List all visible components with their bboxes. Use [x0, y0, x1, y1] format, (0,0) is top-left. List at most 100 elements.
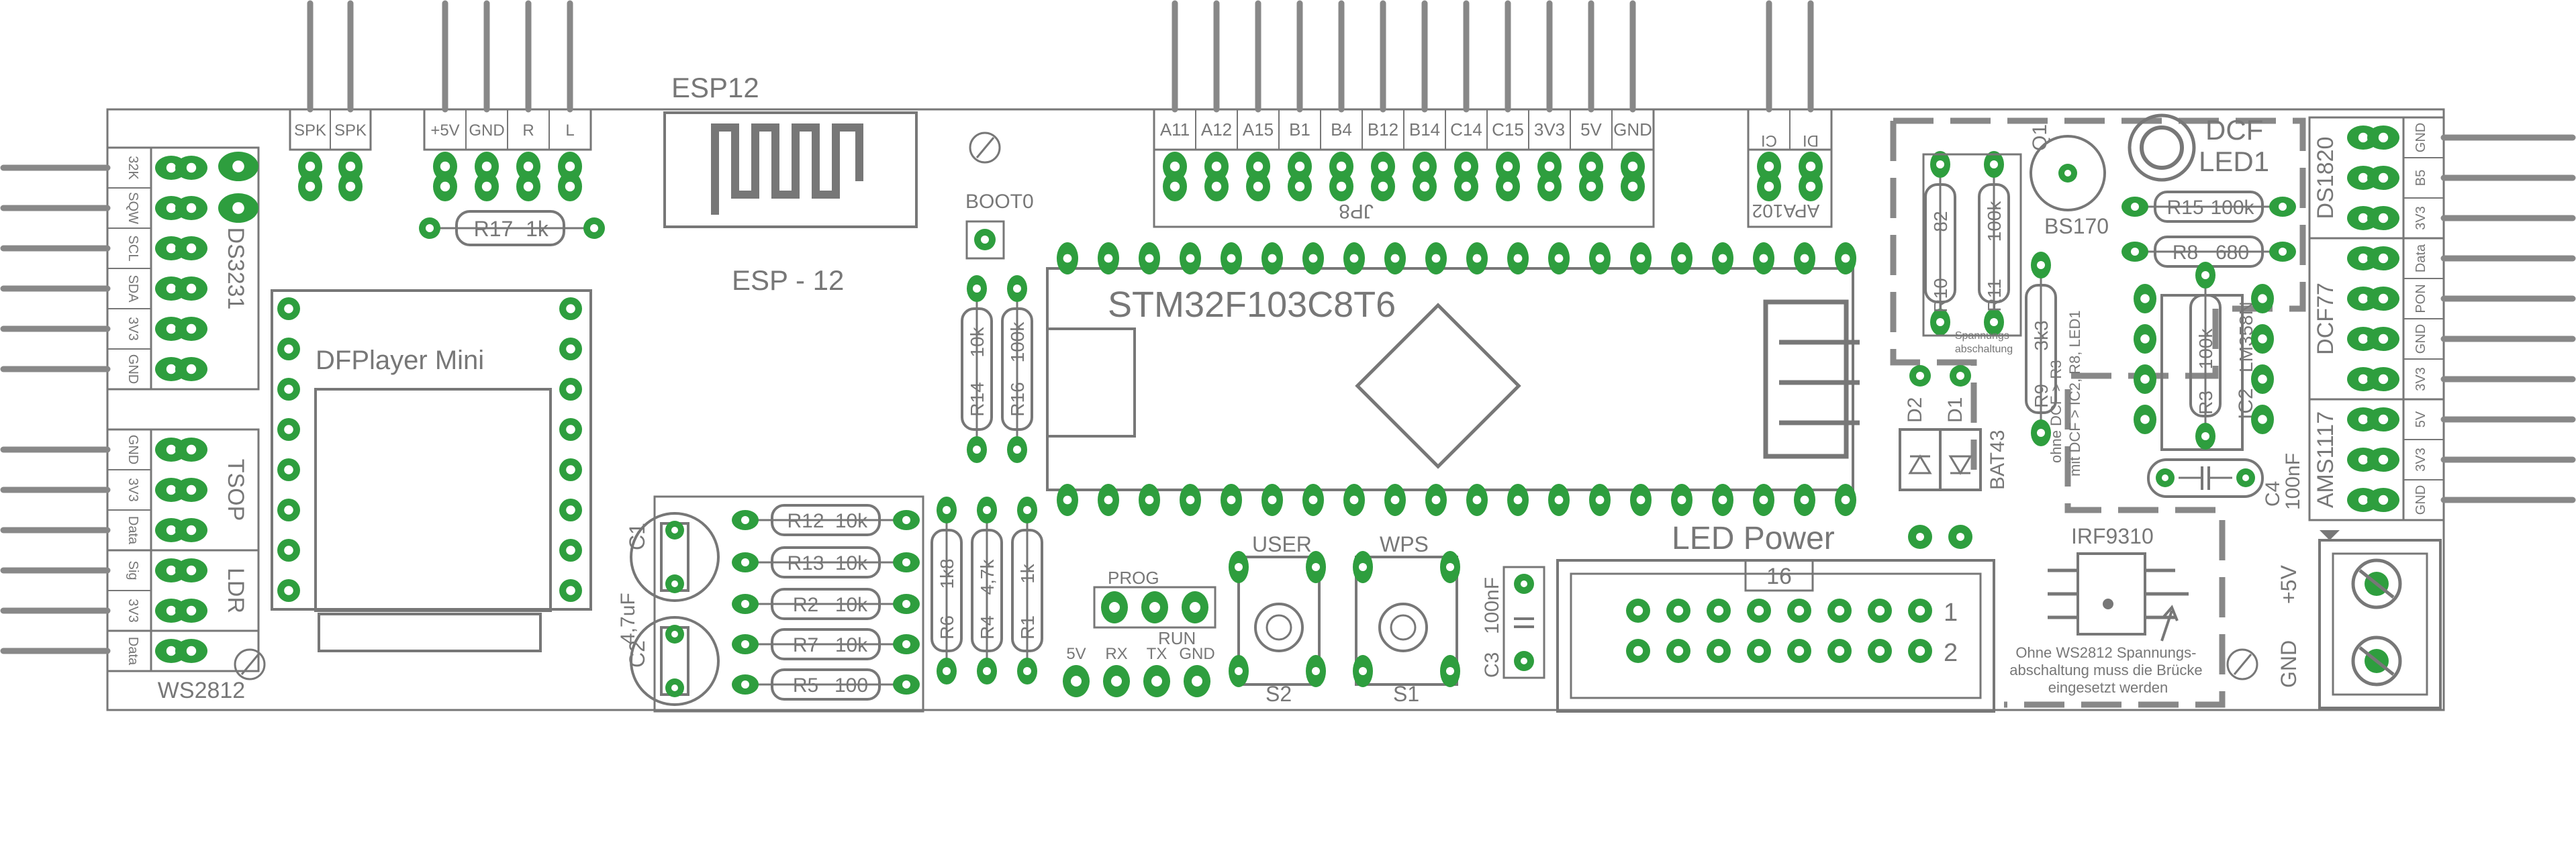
- ic2-pin-hole: [2140, 334, 2150, 344]
- pin-pad-hole: [186, 565, 197, 576]
- led-conn-pin-hole: [1874, 646, 1885, 656]
- mcu-pin-hole: [1104, 254, 1113, 263]
- ws-note-line3: eingesetzt werden: [2048, 679, 2168, 696]
- header-pin-label-a11: A11: [1160, 119, 1190, 140]
- dfplayer-pin-hole: [566, 385, 575, 394]
- module-name-ws2812: WS2812: [158, 678, 245, 703]
- resistor-body: [1978, 183, 2010, 303]
- mcu-label: STM32F103C8T6: [1108, 285, 1396, 325]
- resistor-pad-hole: [741, 558, 749, 566]
- mcu-pin-hole: [1063, 495, 1072, 505]
- mcu-pin-hole: [1349, 495, 1359, 505]
- esp12-top-label: ESP12: [671, 72, 759, 103]
- dfplayer-pin-hole: [284, 465, 293, 474]
- resistor-pad-hole: [2131, 203, 2139, 211]
- button-s2-user[interactable]: USER S2: [1237, 532, 1321, 706]
- c3-value: 100nF: [1481, 577, 1503, 634]
- resistor-value-r13: 10k: [835, 552, 868, 574]
- button-pin-hole: [1359, 667, 1367, 675]
- header-pad-hole: [565, 161, 575, 172]
- mosfet-irf9310: IRF9310: [2048, 524, 2189, 642]
- header-pad-hole: [1336, 181, 1347, 192]
- header-pad-hole: [1211, 161, 1222, 172]
- led-conn-pin-hole: [1713, 605, 1724, 616]
- resistor-pad-hole: [1990, 160, 1998, 168]
- pin-pad-hole: [166, 283, 177, 294]
- mcu-pin-hole: [1308, 495, 1318, 505]
- user-label: USER: [1252, 532, 1312, 556]
- dfplayer-pin-hole: [284, 344, 293, 354]
- c3-ref: C3: [1481, 652, 1503, 678]
- led-conn-pin-hole: [1754, 605, 1764, 616]
- gnd-label: GND: [2277, 640, 2301, 688]
- resistor-ref-r9: R9: [2031, 384, 2052, 408]
- module-name-tsop: TSOP: [223, 459, 248, 521]
- dfplayer-pin-hole: [566, 304, 575, 313]
- ic2-pin-hole: [2140, 415, 2150, 424]
- button-s1-wps[interactable]: WPS S1: [1355, 532, 1458, 706]
- prog-run-header[interactable]: PROG RUN: [1108, 568, 1196, 648]
- resistor-pad-hole: [2279, 203, 2287, 211]
- ic2-pin-hole: [2258, 294, 2267, 303]
- dfplayer-pin-hole: [284, 505, 293, 515]
- header-pad-hole: [1805, 161, 1816, 172]
- header-pad-hole: [1764, 181, 1774, 192]
- header-pad-hole: [565, 181, 575, 192]
- resistor-pad-hole: [902, 558, 910, 566]
- esp12-module: ESP12 ESP - 12: [663, 72, 918, 296]
- d2-ref: D2: [1904, 397, 1926, 423]
- header-pad-hole: [1502, 181, 1513, 192]
- header-pin-label-gnd: GND: [469, 121, 504, 140]
- header-pin-label-spk: SPK: [294, 121, 326, 140]
- header-pad-hole: [523, 181, 534, 192]
- power-terminal[interactable]: +5V GND: [2277, 530, 2442, 709]
- pin-label-sda: SDA: [126, 274, 140, 303]
- resistor-pad-hole: [943, 667, 951, 675]
- pin-label-gnd: GND: [126, 435, 140, 464]
- boot0-jumper[interactable]: BOOT0: [965, 191, 1034, 260]
- spannung-note: Spannungs-abschaltung: [1955, 330, 2013, 355]
- header-pad-hole: [1294, 181, 1305, 192]
- c4-ref: C4: [2262, 481, 2284, 507]
- header-pad-hole: [440, 181, 450, 192]
- resistor-ref-r7: R7: [793, 634, 818, 656]
- header-pad-hole: [1419, 181, 1430, 192]
- header-pad-hole: [440, 161, 450, 172]
- dfplayer-pin-hole: [566, 586, 575, 595]
- d-type: BAT43: [1987, 430, 2009, 491]
- header-pin-label-a12: A12: [1201, 119, 1232, 140]
- header-pad-hole: [1253, 181, 1263, 192]
- dfplayer-pin-hole: [566, 465, 575, 474]
- button-pin-hole: [1312, 563, 1320, 571]
- header-pad-hole: [1211, 181, 1222, 192]
- resistor-body: [1924, 183, 1956, 303]
- resistor-outline: [1922, 153, 2022, 337]
- mcu-pin-hole: [1472, 495, 1482, 505]
- pin-pad-hole: [2358, 374, 2369, 385]
- mcu-pin-hole: [1104, 495, 1113, 505]
- mcu-pin-hole: [1636, 254, 1645, 263]
- header-pad-hole: [1461, 161, 1472, 172]
- header-pad-hole: [1627, 161, 1638, 172]
- resistor-body: [771, 588, 881, 620]
- pin-label-sqw: SQW: [126, 192, 140, 224]
- resistor-pad-hole: [983, 506, 991, 514]
- pin-pad-hole: [2358, 334, 2369, 344]
- right-module-headers: GNDB53V3DS1820DataPONGND3V3DCF775V3V3GND…: [2308, 116, 2576, 521]
- pin-pad-hole: [166, 646, 177, 656]
- pin-pad-hole: [2378, 414, 2389, 425]
- led-conn-pin-hole: [1633, 605, 1643, 616]
- resistor-body: [931, 529, 963, 652]
- dfplayer-pin-hole: [566, 425, 575, 434]
- resistor-pad-hole: [741, 516, 749, 524]
- led-conn-pin-hole: [1834, 646, 1845, 656]
- led-conn-pin-hole: [1633, 646, 1643, 656]
- capacitor-c1: C1: [625, 512, 720, 602]
- header-pad-hole: [1627, 181, 1638, 192]
- header-pad-hole: [1419, 161, 1430, 172]
- conn-16: 16: [1766, 564, 1792, 589]
- resistor-pad-hole: [2131, 248, 2139, 256]
- dfplayer-pin-hole: [284, 304, 293, 313]
